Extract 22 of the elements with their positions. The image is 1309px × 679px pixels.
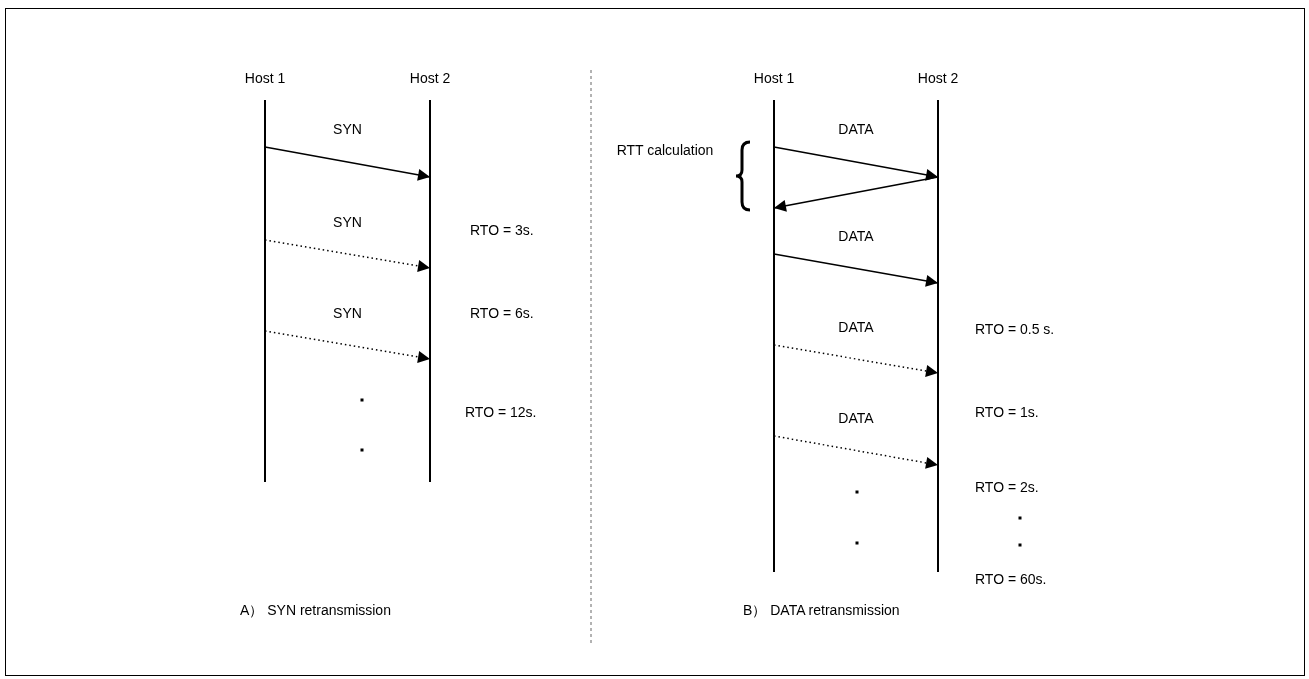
message-arrow (264, 239, 431, 272)
text-label: RTO = 6s. (470, 304, 534, 323)
host-label: Host 2 (409, 70, 451, 86)
rtt-note: RTT calculation (615, 141, 715, 160)
text-label: RTO = 3s. (470, 221, 534, 240)
text-label: RTO = 0.5 s. (975, 320, 1055, 339)
text-label: A） SYN retransmission (240, 601, 391, 620)
message-arrow (773, 146, 939, 181)
text-label: B） DATA retransmission (743, 601, 900, 620)
message-arrow (773, 435, 939, 469)
text-label: RTO = 60s. (975, 570, 1047, 589)
message-arrow (773, 253, 939, 287)
message-arrow (773, 344, 939, 377)
message-arrow (264, 146, 431, 181)
host-label: Host 1 (753, 70, 795, 86)
host-label: Host 2 (917, 70, 959, 86)
message-arrow (773, 176, 939, 212)
text-label: RTO = 2s. (975, 478, 1039, 497)
text-label: RTO = 1s. (975, 403, 1039, 422)
text-label: RTO = 12s. (465, 403, 537, 422)
message-arrow (264, 330, 431, 363)
host-label: Host 1 (244, 70, 286, 86)
